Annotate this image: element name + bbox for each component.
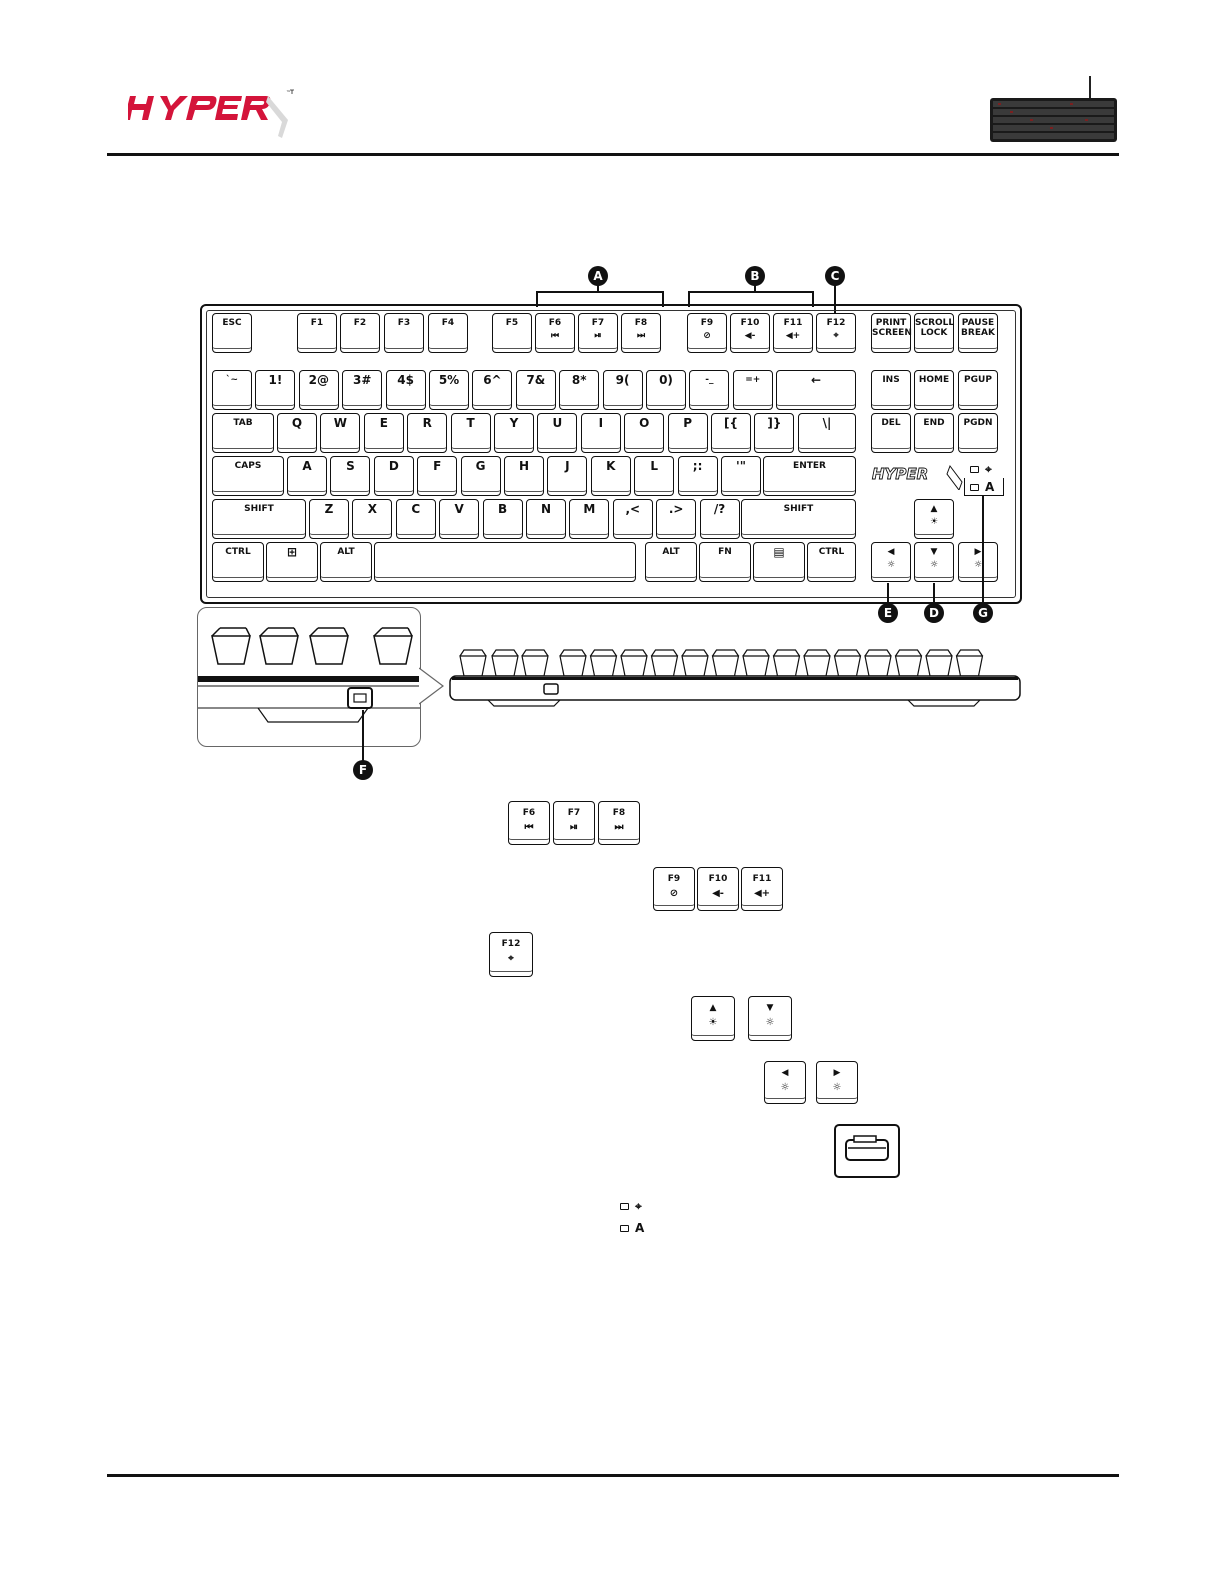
legend-key-f10: F10◀- xyxy=(697,867,739,911)
hyperx-logo: ™ xyxy=(128,89,294,138)
board-hyperx-logo: HYPER xyxy=(872,465,963,490)
side-keycap xyxy=(521,649,549,677)
legend-key-down: ▼☼ xyxy=(748,996,792,1041)
callout-e-line xyxy=(887,583,889,607)
legend-key-f7: F7⏯ xyxy=(553,801,595,845)
keyboard-side-view xyxy=(449,649,1021,707)
keyboard-plate xyxy=(206,310,1016,598)
side-keycap xyxy=(803,649,831,677)
side-keycap xyxy=(742,649,770,677)
indicator-bracket xyxy=(964,478,1004,496)
side-keycap xyxy=(681,649,709,677)
side-keycap xyxy=(711,649,740,677)
side-keycap xyxy=(650,649,679,677)
callout-a: A xyxy=(588,266,608,286)
side-keycap xyxy=(772,649,801,677)
callout-g-line xyxy=(982,496,984,606)
footer-rule xyxy=(107,1474,1119,1477)
indicator-caps-lock: A xyxy=(970,480,994,494)
indicator-game-mode: ⌖ xyxy=(970,462,992,477)
side-keycap xyxy=(894,649,923,677)
callout-b-line xyxy=(754,284,756,292)
closeup-drawing xyxy=(198,627,420,723)
usb-port-icon xyxy=(834,1124,900,1178)
closeup-pointer xyxy=(419,667,444,705)
header-rule xyxy=(107,153,1119,156)
callout-f: F xyxy=(353,760,373,780)
callout-a-bracket xyxy=(536,291,664,307)
callout-g: G xyxy=(973,603,993,623)
callout-a-line xyxy=(597,284,599,292)
legend-key-left: ◀☼ xyxy=(764,1061,806,1104)
legend-key-f9: F9⊘ xyxy=(653,867,695,911)
side-keycap xyxy=(491,649,519,677)
trademark-symbol: ™ xyxy=(286,90,291,96)
side-keycap xyxy=(620,649,648,677)
callout-b-bracket xyxy=(688,291,814,307)
callout-f-line xyxy=(362,710,364,764)
side-keycap xyxy=(559,649,587,677)
side-keycap xyxy=(459,649,487,677)
legend-key-right: ▶☼ xyxy=(816,1061,858,1104)
usb-port-closeup xyxy=(197,607,421,747)
side-keycap xyxy=(864,649,892,677)
legend-key-f12: F12⌖ xyxy=(489,932,533,977)
callout-d: D xyxy=(924,603,944,623)
keyboard-body xyxy=(200,304,1022,604)
legend-key-f11: F11◀+ xyxy=(741,867,783,911)
side-keycap xyxy=(955,649,984,677)
legend-key-f8: F8⏭ xyxy=(598,801,640,845)
callout-b: B xyxy=(745,266,765,286)
side-keycap xyxy=(833,649,862,677)
legend-indicator-game-mode: ⌖ xyxy=(620,1199,642,1214)
side-keycap xyxy=(589,649,618,677)
callout-c-line xyxy=(834,284,836,314)
legend-key-f6: F6⏮ xyxy=(508,801,550,845)
legend-indicator-caps-lock: A xyxy=(620,1221,644,1235)
svg-text:HYPER: HYPER xyxy=(872,465,928,483)
callout-c: C xyxy=(825,266,845,286)
legend-key-up: ▲☀ xyxy=(691,996,735,1041)
side-keycap xyxy=(925,649,953,677)
callout-e: E xyxy=(878,603,898,623)
keyboard-photo xyxy=(990,76,1117,142)
callout-d-line xyxy=(933,583,935,607)
